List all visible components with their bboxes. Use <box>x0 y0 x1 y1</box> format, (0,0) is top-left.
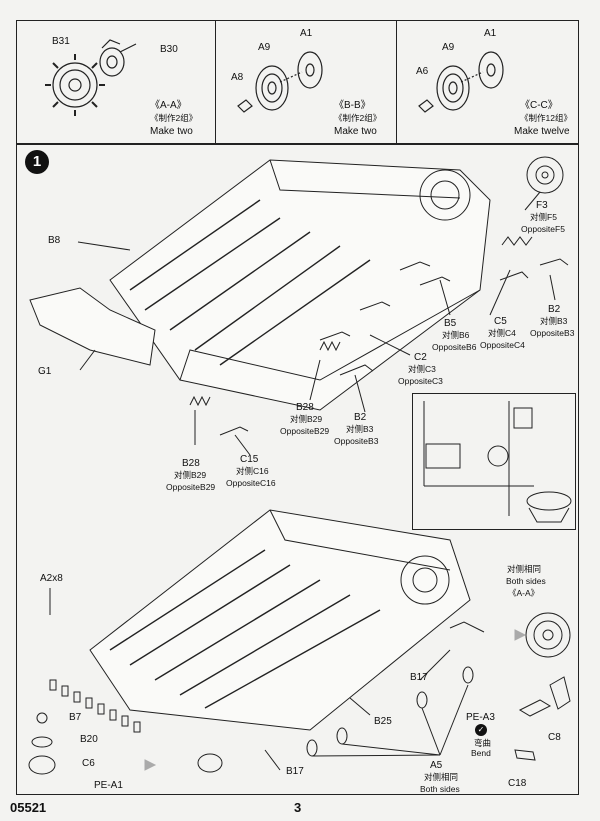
panel-b-b-caption-en: Make two <box>334 126 377 137</box>
part-label-b7: B7 <box>69 712 82 723</box>
part-label-b2-lower: B2 <box>354 412 367 423</box>
part-label-b28-upper-cn: 对侧B29 <box>290 414 323 424</box>
part-label-b28-lower: B28 <box>182 458 200 469</box>
part-label-pe-a1: PE-A1 <box>94 780 123 791</box>
part-label-b25: B25 <box>374 716 392 727</box>
detail-inset <box>412 393 576 530</box>
sprocket-wheel-drawing <box>45 39 137 116</box>
both-sides-label: Both sides <box>506 576 546 586</box>
part-label-b2-lower-cn: 对侧B3 <box>346 424 374 434</box>
part-label-c15: C15 <box>240 454 259 465</box>
part-label-b31: B31 <box>52 36 70 47</box>
upper-hull-drawing <box>29 156 569 456</box>
detail-inset-drawing <box>423 401 572 523</box>
part-label-c15-opp: OppositeC16 <box>226 478 276 488</box>
panel-b-b-caption-cn: 《制作2组》 <box>334 113 382 123</box>
product-code: 05521 <box>10 800 47 815</box>
step-number-badge: 1 <box>25 150 49 174</box>
part-label-c5-cn: 对侧C4 <box>488 328 516 338</box>
part-label-a1-b: A1 <box>300 28 313 39</box>
part-label-a9-c: A9 <box>442 42 455 53</box>
part-label-a5-cn: 对侧相同 <box>424 772 459 782</box>
road-wheel-drawing-c <box>418 51 504 113</box>
part-label-a5: A5 <box>430 760 443 771</box>
part-label-b8: B8 <box>48 235 61 246</box>
page-number: 3 <box>294 800 302 815</box>
part-label-c8: C8 <box>548 732 561 743</box>
part-label-a6: A6 <box>416 66 429 77</box>
part-label-b17-upper: B17 <box>410 672 428 683</box>
part-label-b30: B30 <box>160 44 178 55</box>
part-label-c2-opp: OppositeC3 <box>398 376 443 386</box>
panel-b-b-caption: 《B-B》 <box>334 100 371 111</box>
part-label-b28-lower-cn: 对侧B29 <box>174 470 207 480</box>
panel-a-a-caption: 《A-A》 <box>150 100 187 111</box>
part-label-c5-opp: OppositeC4 <box>480 340 525 350</box>
panel-a-a-caption-cn: 《制作2组》 <box>150 113 198 123</box>
road-wheel-drawing-b <box>237 51 323 113</box>
part-label-b2-upper-cn: 对侧B3 <box>540 316 568 326</box>
part-label-a2x8: A2x8 <box>40 573 63 584</box>
section-a-a-label: 《A-A》 <box>508 588 540 598</box>
part-label-b2-lower-opp: OppositeB3 <box>334 436 379 446</box>
part-label-b2-upper-opp: OppositeB3 <box>530 328 575 338</box>
part-label-b20: B20 <box>80 734 98 745</box>
part-label-c5: C5 <box>494 316 507 327</box>
part-label-b5-opp: OppositeB6 <box>432 342 477 352</box>
bend-label: Bend <box>471 748 491 758</box>
part-label-b28-upper-opp: OppositeB29 <box>280 426 330 436</box>
both-sides-cn: 对侧相同 <box>507 564 542 574</box>
bend-icon: ✓ <box>475 724 487 736</box>
part-label-a9-b: A9 <box>258 42 271 53</box>
part-label-b28-upper: B28 <box>296 402 314 413</box>
panel-c-c-caption-en: Make twelve <box>514 126 570 137</box>
part-label-c2-cn: 对侧C3 <box>408 364 436 374</box>
panel-c-c <box>396 20 579 144</box>
part-label-a8: A8 <box>231 72 244 83</box>
part-label-c6: C6 <box>82 758 95 769</box>
part-label-f3: F3 <box>536 200 548 211</box>
panel-c-c-caption-cn: 《制作12组》 <box>520 113 572 123</box>
panel-c-c-caption: 《C-C》 <box>520 100 558 111</box>
part-label-g1: G1 <box>38 366 52 377</box>
part-label-b5-cn: 对侧B6 <box>442 330 470 340</box>
part-label-a1-c: A1 <box>484 28 497 39</box>
lower-hull-drawing <box>28 509 571 775</box>
part-label-c15-cn: 对侧C16 <box>236 466 269 476</box>
part-label-c2: C2 <box>414 352 427 363</box>
part-label-b28-lower-opp: OppositeB29 <box>166 482 216 492</box>
part-label-f3-opp: OppositeF5 <box>521 224 565 234</box>
panel-a-a-caption-en: Make two <box>150 126 193 137</box>
part-label-b2-upper: B2 <box>548 304 561 315</box>
part-label-a5-both: Both sides <box>420 784 460 794</box>
step-1-panel <box>16 144 579 795</box>
part-label-b5: B5 <box>444 318 457 329</box>
part-label-c18: C18 <box>508 778 527 789</box>
part-label-f3-cn: 对侧F5 <box>530 212 557 222</box>
part-label-pe-a3: PE-A3 <box>466 712 495 723</box>
bend-label-cn: 弯曲 <box>474 738 492 748</box>
part-label-b17-lower: B17 <box>286 766 304 777</box>
